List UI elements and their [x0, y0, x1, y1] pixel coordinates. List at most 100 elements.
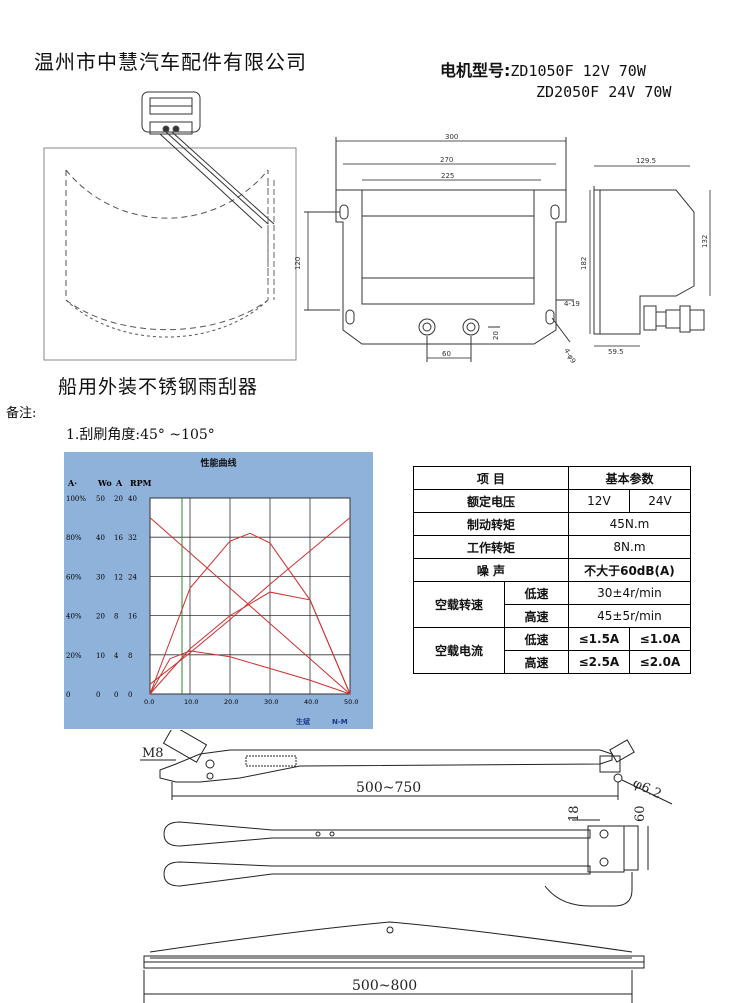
svg-text:300: 300	[445, 133, 458, 141]
svg-text:270: 270	[440, 156, 453, 164]
m8-label: M8	[142, 746, 164, 761]
label-speed-low: 低速	[504, 581, 569, 605]
value-brake-torque: 45N.m	[567, 512, 692, 536]
scale-label: 30	[96, 573, 105, 581]
scale-label: 0	[114, 691, 118, 699]
value-work-torque: 8N.m	[567, 535, 692, 559]
svg-text:59.5: 59.5	[608, 348, 624, 356]
svg-text:129.5: 129.5	[636, 157, 656, 165]
header-param: 基本参数	[567, 466, 692, 490]
value-24v: 24V	[628, 489, 692, 513]
label-current-high: 高速	[504, 650, 569, 674]
scale-label: 16	[114, 534, 123, 542]
label-work-torque: 工作转矩	[413, 535, 569, 559]
scale-label: 8	[128, 652, 132, 660]
scale-label: 0	[66, 691, 70, 699]
blade-range: 500~800	[352, 978, 417, 994]
svg-text:132: 132	[701, 235, 709, 248]
scale-header: A·	[67, 478, 77, 488]
label-speed: 空载转速	[413, 581, 505, 628]
model-label: 电机型号:	[440, 61, 511, 80]
scale-label: 16	[128, 613, 137, 621]
svg-text:20: 20	[492, 331, 500, 340]
blade-drawing: 500~800	[143, 921, 645, 1003]
scale-header: A	[115, 478, 123, 488]
plot-area	[149, 497, 351, 695]
x-tick-label: 10.0	[184, 698, 198, 706]
side-view: 129.5 182 132 59.5	[580, 157, 711, 356]
svg-text:182: 182	[580, 257, 588, 270]
label-current: 空载电流	[413, 627, 505, 674]
svg-text:4-19: 4-19	[564, 300, 580, 308]
scale-label: 80%	[66, 534, 82, 542]
wiper-arm-drawing: M8 500~750 φ6.2	[140, 730, 673, 805]
label-current-low: 低速	[504, 627, 569, 651]
scale-label: 20%	[66, 652, 82, 660]
x-tick-label: 0.0	[144, 698, 154, 706]
value-current-low-12: ≤1.5A	[567, 627, 630, 651]
chart-footer-left: 生斌	[296, 717, 310, 726]
value-speed-high: 45±5r/min	[567, 604, 692, 628]
bottom-technical-drawing: M8 500~750 φ6.2 18 60	[140, 730, 673, 1003]
svg-text:120: 120	[294, 257, 302, 270]
svg-text:225: 225	[441, 172, 454, 180]
value-current-low-24: ≤1.0A	[628, 627, 692, 651]
value-speed-low: 30±4r/min	[567, 581, 692, 605]
scale-label: 24	[128, 573, 137, 581]
label-noise: 噪 声	[413, 558, 569, 582]
scale-label: 40	[128, 495, 137, 503]
arm-range: 500~750	[356, 780, 421, 796]
scale-label: 100%	[66, 495, 86, 503]
scale-label: 0	[96, 691, 100, 699]
front-view: 300 270 225 120 60 20 4-19 4-φ9	[294, 133, 580, 365]
scale-label: 40	[96, 534, 105, 542]
value-current-high-24: ≤2.0A	[628, 650, 692, 674]
scale-label: 50	[96, 495, 105, 503]
model-line-1: ZD1050F 12V 70W	[510, 62, 646, 80]
dim-18: 18	[567, 805, 582, 822]
label-voltage: 额定电压	[413, 489, 569, 513]
sweep-diagram	[43, 91, 297, 361]
scale-label: 8	[114, 613, 118, 621]
scale-label: 0	[128, 691, 132, 699]
x-tick-label: 50.0	[344, 698, 358, 706]
series-line-4	[149, 591, 351, 695]
note-wiping-angle: 1.刮刷角度:45° ~105°	[66, 427, 215, 443]
header-item: 项 目	[413, 466, 569, 490]
scale-label: 40%	[66, 613, 82, 621]
dim-60: 60	[633, 805, 648, 822]
blade-arms-drawing: 18 60	[163, 805, 649, 907]
x-tick-label: 20.0	[224, 698, 238, 706]
hole-diameter: φ6.2	[630, 776, 663, 802]
value-current-high-12: ≤2.5A	[567, 650, 630, 674]
scale-label: 60%	[66, 573, 82, 581]
model-line-2: ZD2050F 24V 70W	[536, 83, 672, 101]
company-name: 温州市中慧汽车配件有限公司	[34, 50, 307, 74]
value-12v: 12V	[567, 489, 630, 513]
product-title: 船用外装不锈钢雨刮器	[58, 376, 259, 398]
top-technical-drawing: 300 270 225 120 60 20 4-19 4-φ9 129.5	[43, 91, 711, 365]
scale-header: RPM	[130, 478, 152, 488]
series-line-1	[149, 517, 351, 695]
scale-label: 20	[114, 495, 123, 503]
x-tick-label: 40.0	[304, 698, 318, 706]
scale-label: 32	[128, 534, 137, 542]
scale-label: 10	[96, 652, 105, 660]
scale-header: Wo	[97, 478, 112, 488]
motor-model: 电机型号:ZD1050F 12V 70W ZD2050F 24V 70W	[440, 60, 671, 103]
value-noise: 不大于60dB(A)	[567, 558, 692, 582]
scale-label: 4	[114, 652, 119, 660]
scale-label: 20	[96, 613, 105, 621]
svg-text:60: 60	[442, 350, 451, 358]
svg-text:4-φ9: 4-φ9	[562, 347, 577, 365]
scale-label: 12	[114, 573, 123, 581]
series-line-2	[149, 517, 351, 685]
chart-title: 性能曲线	[200, 459, 237, 469]
x-tick-label: 30.0	[264, 698, 278, 706]
label-speed-high: 高速	[504, 604, 569, 628]
chart-footer-right: N-M	[332, 718, 348, 726]
series-line-5	[149, 650, 351, 695]
